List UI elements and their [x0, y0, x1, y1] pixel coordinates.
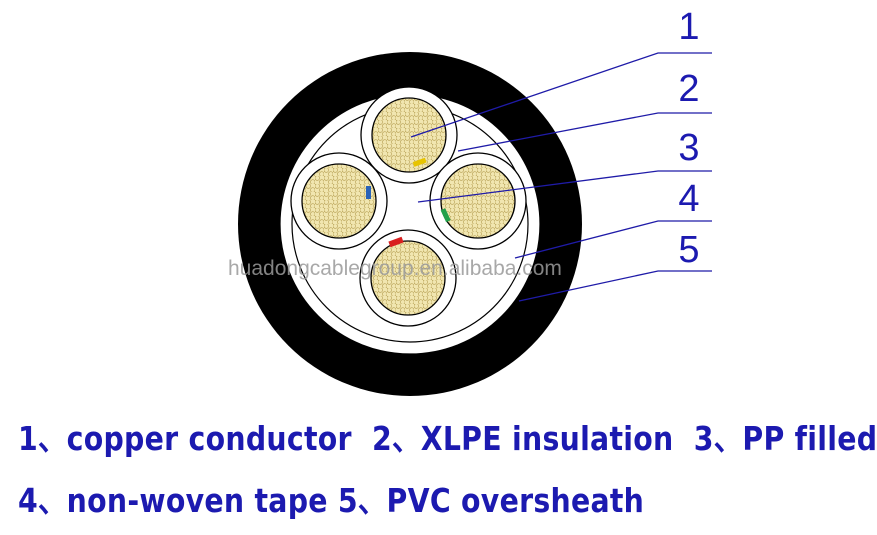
legend-line-2: 4、non-woven tape 5、PVC oversheath — [18, 481, 645, 520]
legend-line-1: 1、copper conductor 2、XLPE insulation 3、P… — [18, 419, 877, 458]
callout-3: 3 — [678, 127, 699, 169]
core-marker-red — [388, 236, 404, 248]
core-bottom — [359, 229, 457, 327]
callout-2: 2 — [678, 68, 699, 110]
leader-line-1 — [410, 52, 712, 138]
leader-line-5 — [518, 270, 712, 302]
leader-line-4 — [514, 220, 712, 259]
core-right — [429, 152, 527, 250]
core-marker-yellow — [412, 157, 427, 167]
callout-1: 1 — [678, 6, 699, 48]
callout-5: 5 — [678, 229, 699, 271]
core-left — [290, 152, 388, 250]
leader-line-2 — [457, 112, 712, 152]
core-top — [360, 86, 458, 184]
callout-4: 4 — [678, 178, 699, 220]
cable-cross-section-diagram: 1 2 3 4 5 huadongcablegroup.en.alibaba.c… — [228, 6, 712, 396]
leader-line-3 — [417, 170, 712, 203]
core-marker-blue — [366, 186, 371, 199]
watermark: huadongcablegroup.en.alibaba.com — [228, 257, 562, 280]
core-marker-green — [440, 208, 451, 223]
